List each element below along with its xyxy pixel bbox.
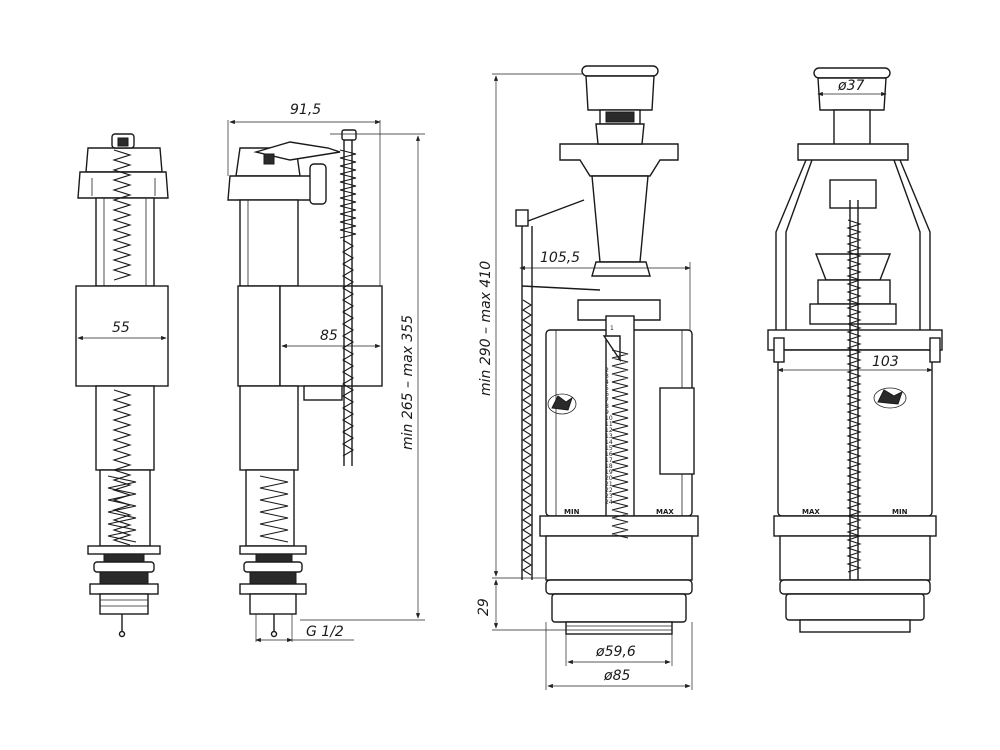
- dim-label-55: 55: [112, 320, 130, 336]
- dimension-lines: [77, 73, 933, 690]
- spring: [112, 149, 132, 281]
- dim-label-29: 29: [476, 598, 492, 616]
- scale-number: 2: [605, 367, 609, 374]
- dim-label-85-base: ø85: [603, 668, 630, 684]
- scale-number: 21: [605, 481, 613, 488]
- spring: [112, 389, 132, 546]
- scale-number: 16: [605, 451, 613, 458]
- min-marking-side: MIN: [892, 508, 908, 516]
- scale-number: 20: [605, 475, 613, 482]
- dim-label-37: ø37: [837, 78, 864, 94]
- dim-label-59-6: ø59,6: [595, 644, 636, 660]
- scale-number: 10: [605, 415, 613, 422]
- scale-number: 8: [605, 403, 609, 410]
- spring: [611, 349, 629, 539]
- scale-number: 22: [605, 487, 613, 494]
- flush-valve-front: [515, 65, 699, 635]
- dim-label-105-5: 105,5: [540, 250, 580, 266]
- dim-label-103: 103: [872, 354, 899, 370]
- brand-logo-front: [547, 393, 577, 415]
- scale-number: 18: [605, 463, 613, 470]
- dim-label-flush-height: min 290 – max 410: [478, 261, 494, 396]
- brand-logo-side: [873, 387, 907, 409]
- scale-number: 17: [605, 457, 613, 464]
- scale-number: 24: [605, 499, 613, 506]
- scale-number: 5: [605, 385, 609, 392]
- bottom-fill-valve-side: [227, 129, 383, 638]
- dim-label-side-height: min 265 – max 355: [400, 315, 416, 450]
- scale-top-number: 1: [610, 325, 614, 332]
- scale-number: 15: [605, 445, 613, 452]
- scale-number: 3: [605, 373, 609, 380]
- spring: [521, 299, 533, 576]
- spring: [107, 475, 137, 543]
- dim-label-91-5: 91,5: [290, 102, 321, 118]
- dim-label-85-float: 85: [320, 328, 338, 344]
- max-marking-side: MAX: [802, 508, 820, 516]
- scale-number: 23: [605, 493, 613, 500]
- scale-number: 11: [605, 421, 613, 428]
- min-marking-front: MIN: [564, 508, 580, 516]
- scale-number: 4: [605, 379, 609, 386]
- spring: [259, 475, 289, 543]
- scale-number: 7: [605, 397, 609, 404]
- max-marking-front: MAX: [656, 508, 674, 516]
- spring: [339, 149, 357, 239]
- flush-valve-side: [767, 67, 943, 633]
- dim-label-g-half: G 1/2: [306, 624, 344, 640]
- spring: [846, 219, 862, 573]
- scale-number: 9: [605, 409, 609, 416]
- scale-number: 12: [605, 427, 613, 434]
- scale-number: 6: [605, 391, 609, 398]
- bottom-fill-valve-front: [75, 133, 169, 638]
- scale-number: 14: [605, 439, 613, 446]
- scale-number: 19: [605, 469, 613, 476]
- scale-number: 13: [605, 433, 613, 440]
